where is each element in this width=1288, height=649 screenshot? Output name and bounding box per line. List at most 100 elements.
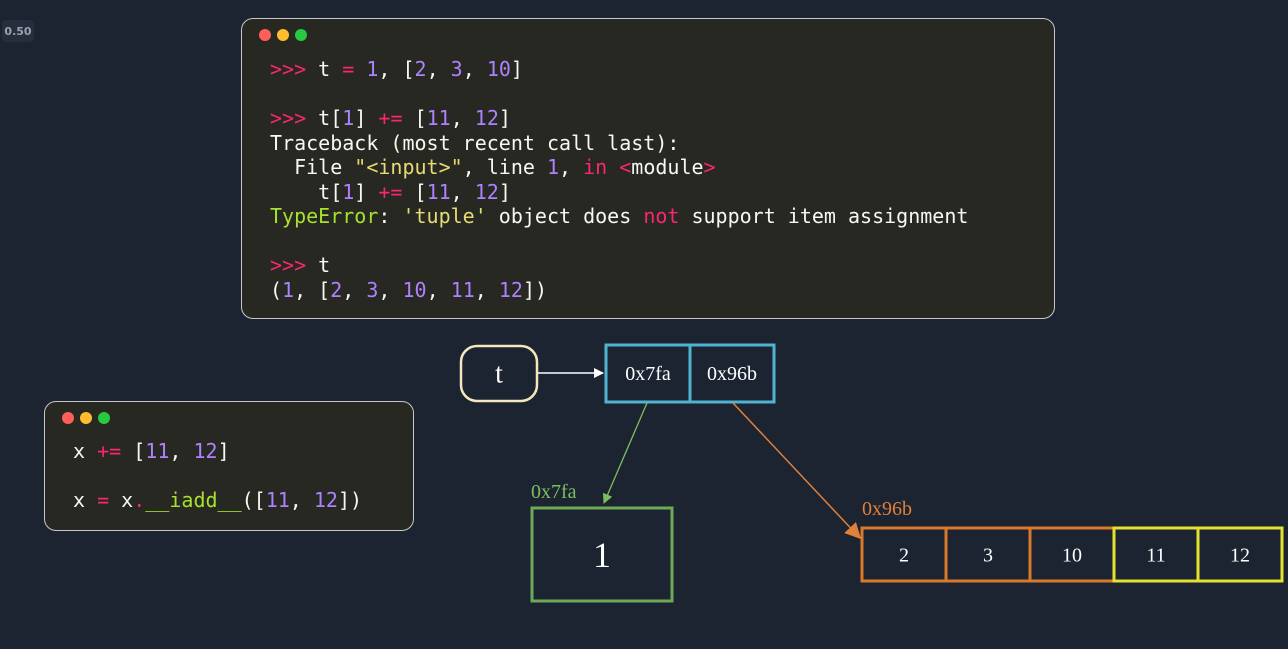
code-token: TypeError: [270, 204, 379, 228]
playback-speed-badge: 0.50: [2, 20, 34, 42]
variable-name-label: t: [495, 359, 503, 390]
tuple-to-int-arrow: [602, 402, 648, 504]
code-token: ,: [289, 488, 314, 512]
code-token: ]: [354, 106, 379, 130]
code-token: 12: [474, 106, 499, 130]
code-token: ,: [378, 277, 403, 302]
code-token: object does: [486, 204, 644, 228]
code-token: t: [318, 253, 331, 277]
code-token: "<input>": [354, 155, 463, 179]
code-token: 11: [426, 179, 451, 204]
code-token: ,: [450, 179, 475, 204]
code-token: 11: [145, 439, 170, 463]
code-token: [: [402, 179, 427, 204]
code-token: ,: [450, 106, 475, 130]
minimize-dot-icon: [80, 412, 92, 424]
code-token: ]: [498, 106, 511, 130]
tuple-cell-0: 0x7fa: [625, 363, 671, 385]
code-token: File: [270, 155, 355, 179]
code-token: 11: [426, 106, 451, 130]
code-token: 11: [450, 277, 475, 302]
code-token: , line: [462, 155, 547, 179]
code-token: 1: [342, 179, 355, 204]
code-token: (: [270, 277, 283, 302]
code-token: 11: [265, 488, 290, 512]
code-token: :: [378, 204, 403, 228]
small-terminal-window: x += [11, 12] x = x.__iadd__([11, 12]): [44, 401, 414, 531]
code-token: 12: [474, 179, 499, 204]
code-token: 12: [498, 277, 523, 302]
list-item-4: 12: [1230, 545, 1250, 567]
code-token: 2: [414, 57, 427, 81]
code-token: >>>: [270, 253, 319, 277]
code-token: +=: [378, 106, 403, 130]
code-token: t[: [318, 106, 343, 130]
code-token: +=: [378, 179, 403, 204]
code-token: 1: [342, 106, 355, 130]
close-dot-icon: [62, 412, 74, 424]
code-token: .: [133, 488, 146, 512]
code-token: x: [73, 439, 98, 463]
code-token: >: [703, 155, 716, 179]
main-code-line: File "<input>", line 1, in <module>: [270, 155, 968, 180]
code-token: ]): [337, 488, 363, 512]
code-token: 3: [366, 277, 379, 302]
code-token: in: [583, 155, 608, 179]
code-token: ]: [510, 57, 523, 81]
code-token: ]: [354, 179, 379, 204]
variable-node: [459, 344, 539, 403]
code-token: 12: [193, 439, 218, 463]
int-box: [530, 506, 674, 603]
list-address-label: 0x96b: [862, 498, 912, 520]
code-token: >>>: [270, 57, 319, 81]
small-terminal-code: x += [11, 12] x = x.__iadd__([11, 12]): [73, 439, 362, 513]
code-token: 2: [330, 277, 343, 302]
code-token: >>>: [270, 106, 319, 130]
code-token: ,: [426, 277, 451, 302]
main-code-line: >>> t = 1, [2, 3, 10]: [270, 57, 968, 82]
maximize-dot-icon: [295, 29, 307, 41]
main-terminal-window: >>> t = 1, [2, 3, 10]>>> t[1] += [11, 12…: [241, 18, 1055, 319]
list-item-0: 2: [899, 545, 909, 567]
code-token: support item assignment: [679, 204, 969, 228]
code-token: 10: [486, 57, 511, 81]
code-token: ]: [498, 179, 511, 204]
code-token: 1: [282, 277, 295, 302]
window-controls: [62, 412, 110, 424]
main-code-line: t[1] += [11, 12]: [270, 180, 968, 205]
main-terminal-code: >>> t = 1, [2, 3, 10]>>> t[1] += [11, 12…: [270, 57, 968, 302]
code-token: ,: [462, 57, 487, 81]
code-token: 10: [402, 277, 427, 302]
list-item-1: 3: [983, 545, 993, 567]
main-code-line: (1, [2, 3, 10, 11, 12]): [270, 278, 968, 303]
code-token: ]: [217, 439, 230, 463]
close-dot-icon: [259, 29, 271, 41]
code-token: t[: [270, 179, 343, 204]
code-token: ,: [169, 439, 194, 463]
code-token: not: [643, 204, 680, 228]
code-token: x: [73, 488, 98, 512]
code-token: [: [121, 439, 146, 463]
code-token: , [: [294, 277, 331, 302]
code-token: ([: [241, 488, 266, 512]
code-token: ,: [474, 277, 499, 302]
code-token: t: [318, 57, 343, 81]
code-token: ,: [426, 57, 451, 81]
tuple-cell-1: 0x96b: [707, 363, 757, 385]
code-token: 12: [313, 488, 338, 512]
code-token: ,: [559, 155, 584, 179]
code-token: ,: [342, 277, 367, 302]
main-code-line: >>> t[1] += [11, 12]: [270, 106, 968, 131]
main-code-line: >>> t: [270, 253, 968, 278]
small-code-line: x = x.__iadd__([11, 12]): [73, 488, 362, 513]
code-token: <: [619, 155, 632, 179]
tuple-to-list-arrow: [732, 402, 862, 540]
code-token: __iadd__: [145, 488, 242, 512]
list-item-2: 10: [1062, 545, 1082, 567]
small-code-line: x += [11, 12]: [73, 439, 362, 464]
int-value: 1: [593, 535, 611, 575]
code-token: +=: [97, 439, 122, 463]
main-code-line: Traceback (most recent call last):: [270, 131, 968, 156]
